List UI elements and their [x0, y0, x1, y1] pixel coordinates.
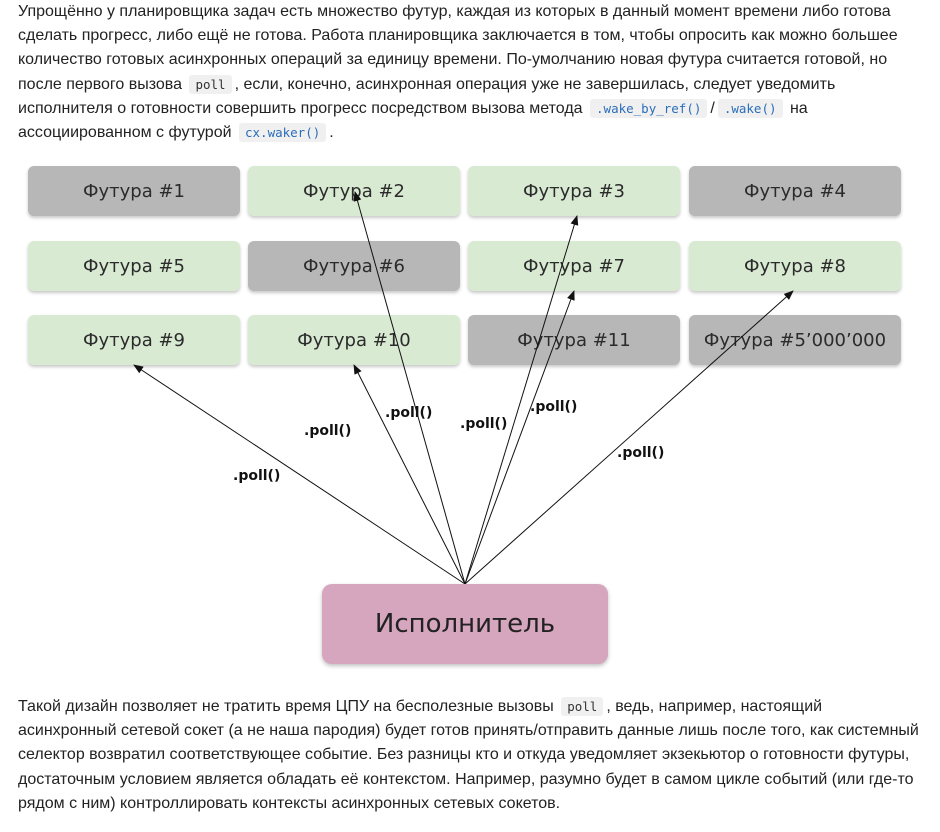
intro-text-3: на ассоциированном с футурой: [18, 99, 808, 142]
future-box: Футура #3: [468, 166, 680, 216]
poll-label: .poll(): [385, 405, 433, 421]
intro-text-4: .: [329, 124, 334, 142]
poll-arrow: [353, 364, 466, 585]
future-box: Футура #11: [468, 315, 680, 365]
intro-paragraph: Упрощённо у планировщика задач есть множ…: [18, 0, 923, 145]
intro-text-1: Упрощённо у планировщика задач есть множ…: [18, 3, 898, 93]
future-box: Футура #9: [28, 315, 240, 365]
code-poll: poll: [189, 74, 232, 94]
slash-separator: /: [710, 99, 715, 117]
future-box: Футура #2: [248, 166, 460, 216]
code-poll-2: poll: [561, 697, 604, 716]
future-box: Футура #10: [248, 315, 460, 365]
poll-arrow: [133, 364, 466, 585]
code-wake-by-ref: .wake_by_ref(): [590, 98, 708, 118]
poll-label: .poll(): [233, 468, 281, 484]
code-cx-waker: cx.waker(): [239, 123, 327, 143]
poll-label: .poll(): [617, 445, 665, 461]
executor-box: Исполнитель: [322, 584, 608, 664]
outro-paragraph: Такой дизайн позволяет не тратить время …: [18, 695, 923, 816]
intro-text-2: , если, конечно, асинхронная операция уж…: [18, 75, 836, 117]
future-box: Футура #5: [28, 241, 240, 291]
future-box: Футура #1: [28, 166, 240, 216]
poll-label: .poll(): [304, 423, 352, 439]
outro-text-1: Такой дизайн позволяет не тратить время …: [18, 698, 554, 715]
poll-label: .poll(): [460, 416, 508, 432]
code-wake: .wake(): [717, 98, 783, 118]
outro-text-2: , ведь, например, настоящий асинхронный …: [18, 698, 919, 812]
future-box: Футура #6: [248, 241, 460, 291]
future-box: Футура #7: [468, 241, 680, 291]
future-box: Футура #8: [689, 241, 901, 291]
future-box: Футура #5’000’000: [689, 315, 901, 365]
poll-label: .poll(): [530, 399, 578, 415]
future-box: Футура #4: [689, 166, 901, 216]
